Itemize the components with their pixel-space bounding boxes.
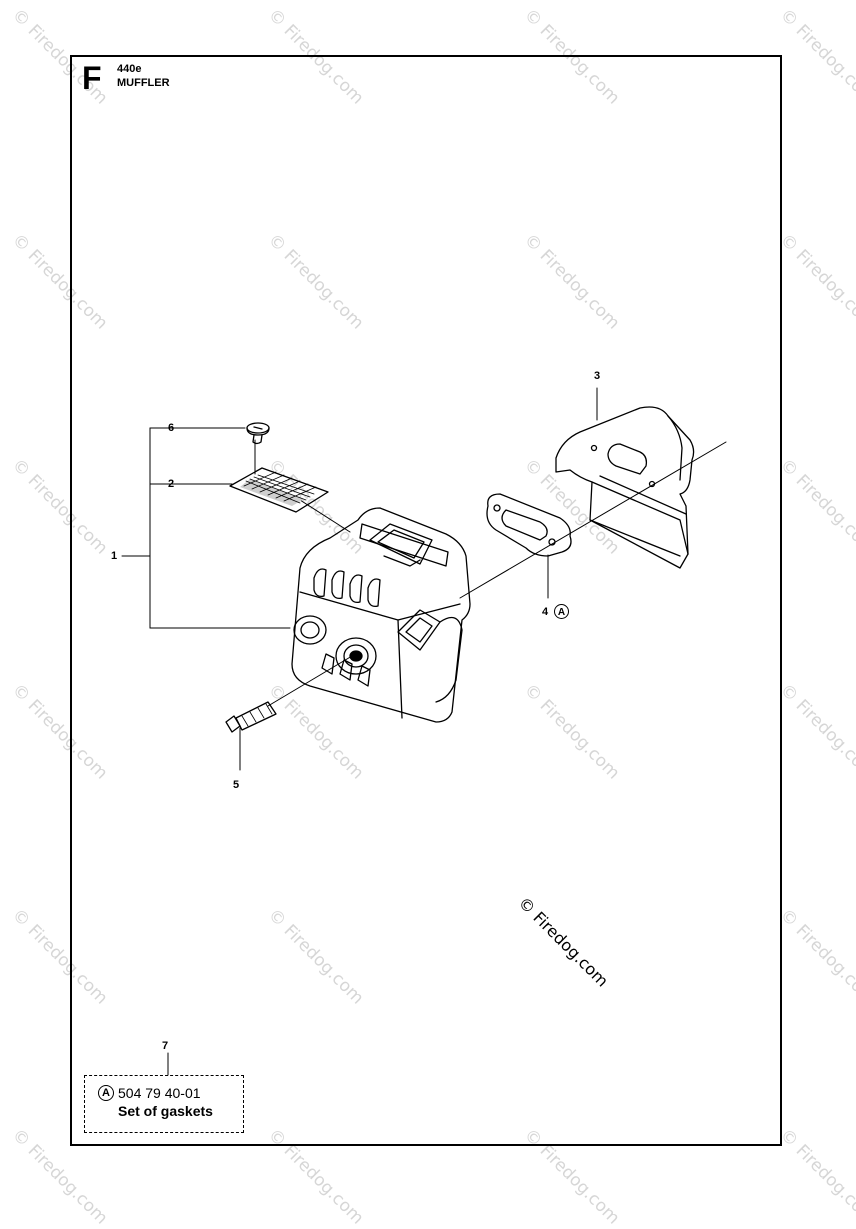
muffler-exploded-diagram [121, 387, 727, 1076]
gasket-4 [486, 493, 572, 557]
diagram-frame [70, 55, 782, 1146]
callout-4: 4 [542, 606, 549, 618]
screen-2 [229, 467, 329, 513]
callout-1: 1 [111, 550, 118, 562]
callout-5: 5 [233, 779, 240, 791]
bracket-3 [555, 406, 695, 569]
screw-6 [246, 422, 270, 445]
kit-marker-icon: A [98, 1085, 114, 1101]
leader-lines [121, 387, 727, 1076]
model-label: 440e [117, 63, 142, 75]
gasket-kit-marker: A [554, 604, 569, 619]
callout-6: 6 [168, 422, 175, 434]
bolt-5 [225, 701, 277, 733]
callout-2: 2 [168, 478, 175, 490]
kit-part-number: 504 79 40-01 [118, 1085, 201, 1101]
gasket-kit-box [84, 1075, 244, 1133]
section-letter: F [82, 60, 102, 96]
page-title: MUFFLER [117, 77, 170, 89]
callout-7: 7 [162, 1040, 169, 1052]
kit-description: Set of gaskets [118, 1103, 213, 1119]
callout-3: 3 [594, 370, 601, 382]
muffler-body-1 [291, 507, 471, 723]
